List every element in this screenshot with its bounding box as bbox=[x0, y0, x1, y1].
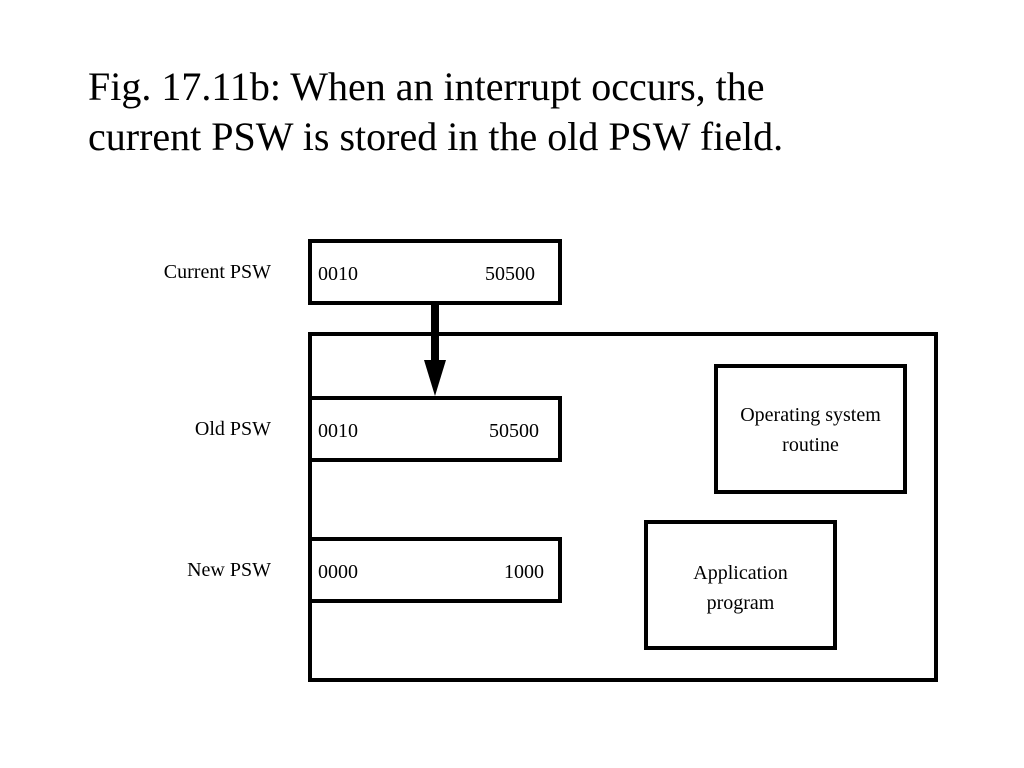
application-program-line-1: Application bbox=[693, 562, 788, 584]
os-routine-line-1: Operating system bbox=[740, 404, 881, 426]
old-psw-left-value: 0010 bbox=[318, 420, 358, 442]
new-psw-box: 0000 1000 bbox=[308, 537, 562, 603]
figure-title-line-1: Fig. 17.11b: When an interrupt occurs, t… bbox=[88, 64, 765, 109]
os-routine-box: Operating system routine bbox=[714, 364, 907, 494]
application-program-box: Application program bbox=[644, 520, 837, 650]
current-psw-label: Current PSW bbox=[163, 261, 271, 283]
figure-title: Fig. 17.11b: When an interrupt occurs, t… bbox=[88, 62, 968, 162]
os-routine-text: Operating system routine bbox=[718, 400, 903, 460]
old-psw-box: 0010 50500 bbox=[308, 396, 562, 462]
os-routine-line-2: routine bbox=[782, 434, 839, 456]
figure-title-line-2: current PSW is stored in the old PSW fie… bbox=[88, 114, 784, 159]
current-psw-right-value: 50500 bbox=[485, 263, 535, 285]
new-psw-left-value: 0000 bbox=[318, 561, 358, 583]
new-psw-right-value: 1000 bbox=[504, 561, 544, 583]
current-psw-left-value: 0010 bbox=[318, 263, 358, 285]
new-psw-label: New PSW bbox=[187, 559, 271, 581]
application-program-text: Application program bbox=[648, 558, 833, 618]
old-psw-label: Old PSW bbox=[194, 418, 271, 440]
transfer-arrow-head bbox=[424, 360, 446, 396]
application-program-line-2: program bbox=[706, 592, 775, 614]
old-psw-right-value: 50500 bbox=[489, 420, 539, 442]
current-psw-box: 0010 50500 bbox=[308, 239, 562, 305]
